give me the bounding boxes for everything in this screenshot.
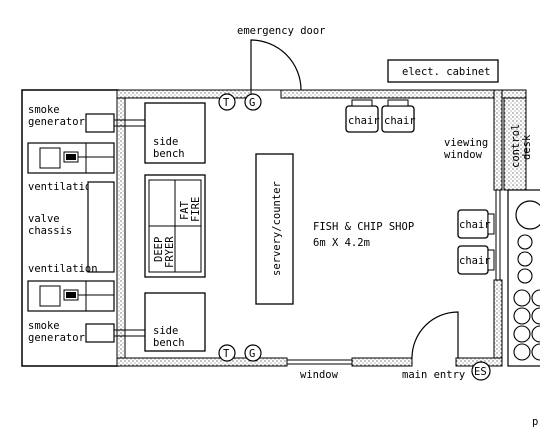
g-sensor-top [244,93,262,111]
chair-top-2-label: chair [384,115,416,127]
side-bench-bottom [144,292,206,352]
chair-right-1-label: chair [459,219,491,231]
smoke-generator-top-label-1: smoke [28,104,60,116]
control-desk-label-1: control [510,124,522,168]
shop-size: 6m X 4.2m [313,237,370,249]
elect-cabinet-label: elect. cabinet [402,66,491,78]
fat-fire-label-2: FIRE [190,197,202,222]
control-desk-label-2: desk [521,134,533,160]
ventilation-top-label: ventilation [28,181,98,193]
t-sensor-bottom-label: T [223,348,230,360]
chair-right-2-label: chair [459,255,491,267]
servery-counter [255,153,294,305]
ventilation-bottom-label: ventilation [28,263,98,275]
smoke-generator-bottom-label-1: smoke [28,320,60,332]
wall-east-upper [493,89,503,191]
chair-top-1-label: chair [348,115,380,127]
valve-chassis-label-2: chassis [28,225,72,237]
side-bench-top-label-2: bench [153,148,185,160]
deep-fryer-label-1: DEEP [153,237,165,262]
deep-fryer-label-2: FRYER [164,236,176,268]
es-sensor-label: ES [474,366,487,378]
t-sensor-top [218,93,236,111]
main-entry-label: main entry [402,369,465,381]
smoke-generator-top-label-2: generator [28,116,85,128]
emergency-door-swing [250,39,302,91]
smoke-generator-bottom-box [85,323,115,343]
side-bench-bottom-label-2: bench [153,337,185,349]
g-sensor-bottom-label: G [249,348,255,360]
wall-south-a [116,357,288,367]
wall-east-lower [493,279,503,367]
t-sensor-bottom [218,344,236,362]
elect-cabinet-box [387,59,499,83]
main-entry-door-swing [411,311,459,359]
fat-fire-label-1: FAT [179,200,191,220]
wall-west [116,89,126,367]
valve-chassis-box [87,181,115,273]
side-bench-top-label-1: side [153,136,178,148]
wall-south-b [351,357,413,367]
es-sensor [471,361,491,381]
adjacent-room-outline [507,189,540,367]
g-sensor-bottom [244,344,262,362]
wall-north-b [280,89,527,99]
g-sensor-top-label: G [249,97,255,109]
smoke-generator-top-box [85,113,115,133]
servery-counter-label: servery/counter [271,181,283,276]
window-label: window [300,369,339,381]
side-bench-bottom-label-1: side [153,325,178,337]
viewing-window-label-1: viewing [444,137,488,149]
partial-label-p: p [532,416,538,428]
viewing-window-label-2: window [444,149,483,161]
shop-title: FISH & CHIP SHOP [313,221,414,233]
side-bench-top [144,102,206,164]
valve-chassis-label-1: valve [28,213,60,225]
emergency-door-label: emergency door [237,25,326,37]
t-sensor-top-label: T [223,97,230,109]
smoke-generator-bottom-label-2: generator [28,332,85,344]
